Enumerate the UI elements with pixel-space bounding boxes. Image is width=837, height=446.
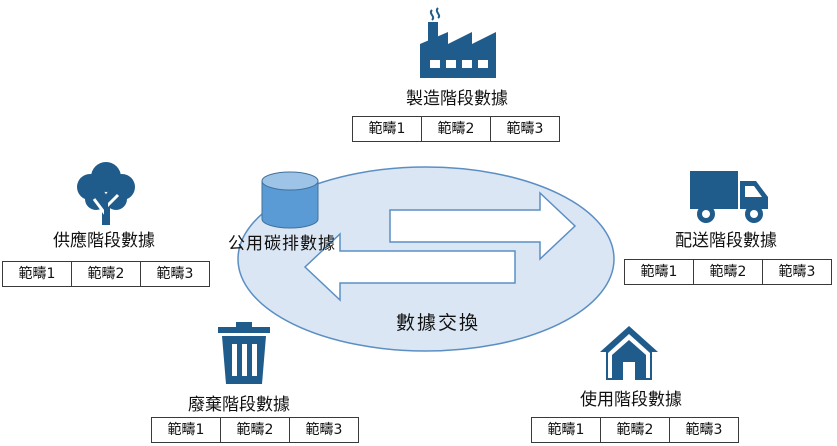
- factory-icon: [420, 7, 496, 78]
- scope-cell: 範疇2: [693, 259, 763, 285]
- right-arrow: [389, 191, 577, 261]
- supply-stage-title: 供應階段數據: [53, 231, 155, 251]
- scope-cell: 範疇1: [531, 417, 601, 443]
- disposal-scope-row: 範疇1 範疇2 範疇3: [151, 417, 359, 443]
- scope-cell: 範疇3: [762, 259, 832, 285]
- scope-cell: 範疇2: [421, 116, 491, 142]
- manufacturing-stage-title: 製造階段數據: [406, 89, 508, 109]
- scope-cell: 範疇1: [2, 261, 72, 287]
- supply-scope-row: 範疇1 範疇2 範疇3: [2, 261, 210, 287]
- tree-icon: [77, 162, 135, 225]
- scope-cell: 範疇1: [624, 259, 694, 285]
- truck-icon: [690, 171, 768, 223]
- usage-scope-row: 範疇1 範疇2 範疇3: [531, 417, 739, 443]
- left-arrow: [303, 232, 516, 302]
- delivery-stage-title: 配送階段數據: [675, 231, 777, 251]
- manufacturing-scope-row: 範疇1 範疇2 範疇3: [352, 116, 560, 142]
- disposal-stage-title: 廢棄階段數據: [188, 395, 290, 415]
- trash-icon: [218, 322, 270, 384]
- scope-cell: 範疇2: [220, 417, 290, 443]
- scope-cell: 範疇3: [289, 417, 359, 443]
- scope-cell: 範疇2: [600, 417, 670, 443]
- scope-cell: 範疇2: [71, 261, 141, 287]
- scope-cell: 範疇3: [669, 417, 739, 443]
- usage-stage-title: 使用階段數據: [580, 390, 682, 410]
- scope-cell: 範疇3: [140, 261, 210, 287]
- scope-cell: 範疇3: [490, 116, 560, 142]
- scope-cell: 範疇1: [352, 116, 422, 142]
- data-exchange-label: 數據交換: [396, 312, 481, 334]
- home-icon: [600, 326, 658, 380]
- scope-cell: 範疇1: [151, 417, 221, 443]
- shared-carbon-data-label: 公用碳排數據: [228, 234, 336, 254]
- delivery-scope-row: 範疇1 範疇2 範疇3: [624, 259, 832, 285]
- database-icon: [261, 171, 319, 229]
